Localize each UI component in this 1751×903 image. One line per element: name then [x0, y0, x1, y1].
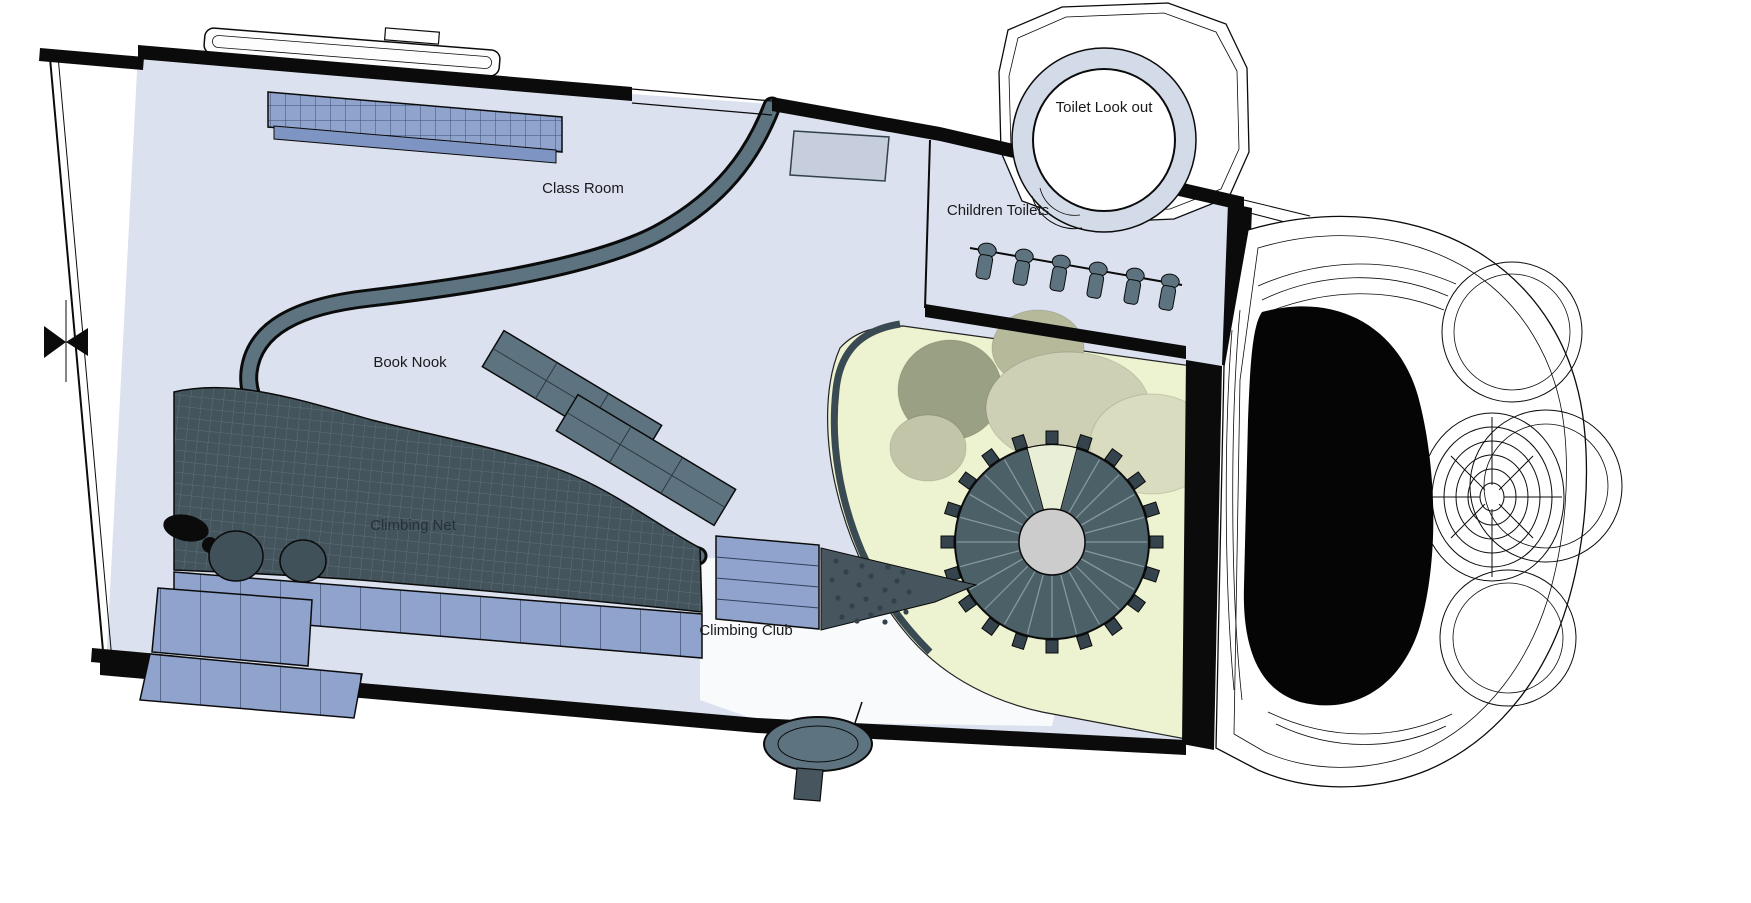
beam-cap — [383, 27, 441, 45]
room-labels: Toilet Look out Class Room Children Toil… — [370, 99, 1153, 639]
spiral-staircase — [940, 430, 1164, 654]
reading-table-2 — [555, 393, 737, 527]
ball-pit — [829, 558, 912, 625]
children-toilets-label: Children Toilets — [947, 202, 1049, 219]
toilet-lookout-label: Toilet Look out — [1056, 99, 1154, 116]
dark-canopy-blob — [1243, 306, 1434, 706]
climbing-club-label: Climbing Club — [699, 622, 792, 639]
stair-core — [1018, 508, 1086, 576]
climbing-club-unit — [715, 535, 978, 631]
wireframe-structure — [1215, 215, 1623, 788]
bookshelf — [267, 91, 563, 164]
climbing-net-label: Climbing Net — [370, 517, 457, 534]
left-wall — [39, 48, 180, 670]
class-room-label: Class Room — [542, 180, 624, 197]
pedestal — [756, 701, 873, 802]
entry-ramp — [139, 653, 363, 719]
mesh-hatch — [1225, 263, 1457, 745]
floor-mat — [789, 130, 890, 182]
storage-block — [151, 587, 313, 667]
play-drums — [163, 514, 327, 583]
slide-wedge — [820, 547, 978, 631]
stair-teeth — [940, 430, 1164, 654]
north-marker — [44, 300, 88, 382]
book-nook-label: Book Nook — [373, 354, 447, 371]
toilet-fixtures — [969, 242, 1183, 311]
toilet-lookout-tower — [1011, 47, 1197, 233]
stair-landing — [1026, 444, 1078, 544]
